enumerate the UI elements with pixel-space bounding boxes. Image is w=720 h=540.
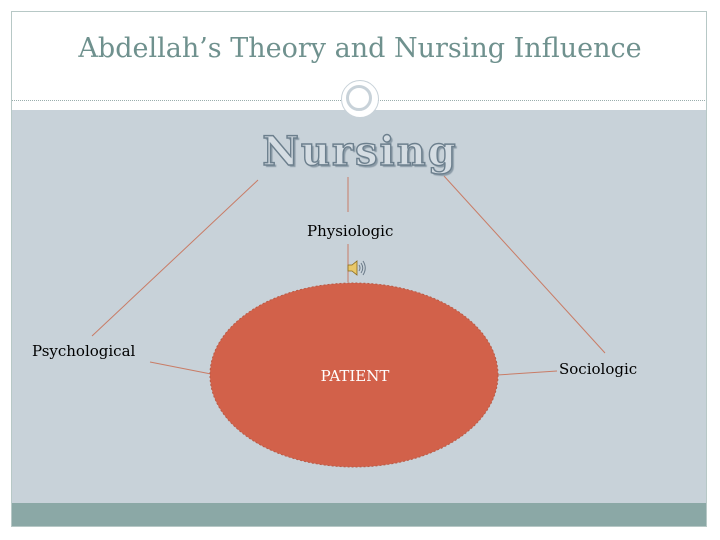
slide-title: Abdellah’s Theory and Nursing Influence — [78, 33, 642, 64]
circle-ornament-icon — [341, 80, 379, 118]
slide-frame — [11, 11, 707, 527]
physiologic-label: Physiologic — [307, 222, 394, 240]
connector-psychological-patient — [149, 361, 212, 375]
psychological-label: Psychological — [32, 342, 136, 360]
connector-patient-sociologic — [496, 370, 558, 376]
sociologic-label: Sociologic — [559, 360, 638, 378]
connector-nursing-sociologic — [443, 175, 606, 354]
connector-nursing-psychological — [91, 179, 259, 337]
patient-label: PATIENT — [320, 367, 390, 385]
nursing-heading: Nursing — [262, 127, 458, 175]
speaker-icon[interactable] — [346, 258, 368, 278]
patient-ellipse — [209, 282, 499, 468]
footer-bar — [12, 503, 707, 527]
